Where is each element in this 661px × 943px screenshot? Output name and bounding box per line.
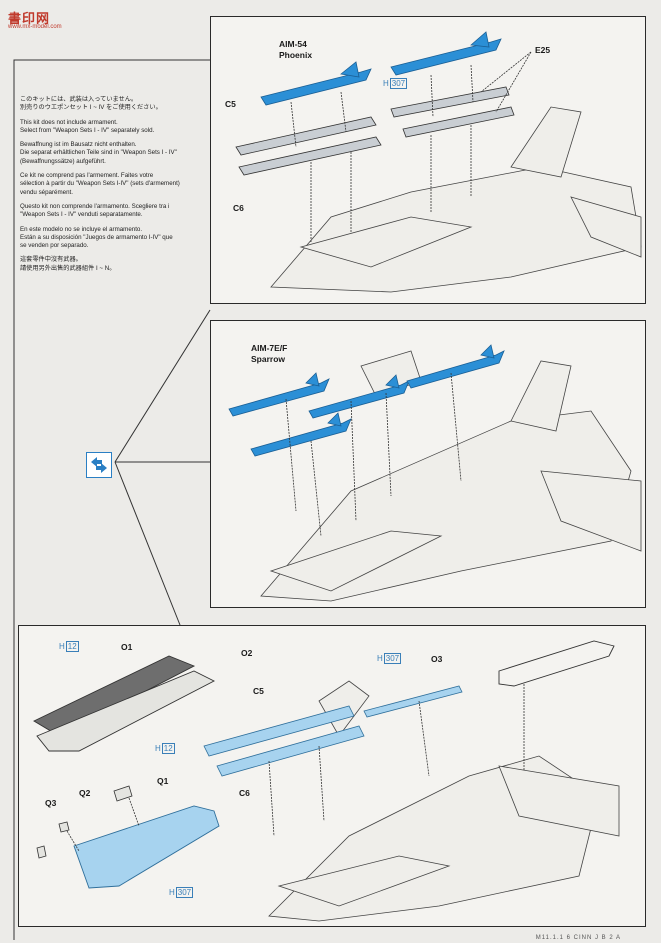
note-german: Bewaffnung ist im Bausatz nicht enthalte…: [20, 141, 177, 165]
rod-o3: [363, 685, 463, 718]
label-sparrow: Sparrow: [251, 354, 286, 364]
label-c6-top: C6: [233, 203, 244, 213]
label-o2: O2: [241, 648, 253, 658]
watermark-url: www.mx-model.com: [8, 24, 62, 30]
tank-o3-top: [498, 640, 615, 687]
part-q3: [36, 845, 47, 859]
label-e25: E25: [535, 45, 551, 55]
label-aim7: AIM-7E/F: [251, 343, 288, 353]
assembled-fuel-tank: [73, 805, 220, 889]
label-q1: Q1: [157, 776, 169, 786]
tank-half-o2: [36, 670, 215, 752]
note-japanese: このキットには、武装は入っていません。 別売りのウエポンセット I ~ IV を…: [20, 96, 162, 112]
watermark-logo: 書印网: [8, 11, 51, 26]
rail-c5-bottom: [203, 705, 355, 757]
note-chinese: 這套零件中沒有武器。 請使用另外出售的武器組件 I ~ N。: [20, 256, 116, 272]
rail-c5: [235, 116, 377, 156]
label-aim54: AIM-54: [279, 39, 307, 49]
rail-e25-1: [390, 86, 510, 118]
armament-notes: このキットには、武装は入っていません。 別売りのウエポンセット I ~ IV を…: [20, 96, 210, 279]
page-footer: M11.1.1 6 CINN J B 2 A: [535, 935, 621, 941]
aircraft-diagram-bottom: [33, 640, 620, 922]
rail-e25-2: [402, 106, 515, 138]
note-italian: Questo kit non comprende l'armamento. Sc…: [20, 202, 170, 219]
label-q3: Q3: [45, 798, 57, 808]
swap-arrows-icon: [86, 452, 112, 478]
rail-c6-bottom: [216, 725, 365, 777]
note-french: Ce kit ne comprend pas l'armement. Faite…: [20, 172, 180, 196]
panel-aim7-sparrow: AIM-7E/F Sparrow: [210, 320, 646, 608]
part-q1: [113, 785, 133, 802]
aircraft-diagram-top: [235, 31, 642, 293]
rail-c6: [238, 136, 382, 176]
aim7-missiles: [228, 344, 505, 457]
label-phoenix: Phoenix: [279, 50, 313, 60]
label-q2: Q2: [79, 788, 91, 798]
note-spanish: En este modelo no se incluye el armament…: [20, 225, 173, 250]
label-c6-bottom: C6: [239, 788, 250, 798]
label-c5-top: C5: [225, 99, 236, 109]
label-c5-bottom: C5: [253, 686, 264, 696]
label-o1: O1: [121, 642, 133, 652]
aircraft-diagram-mid: [228, 344, 642, 602]
aim54-missiles: [260, 31, 502, 106]
label-o3: O3: [431, 654, 443, 664]
note-english: This kit does not include armament. Sele…: [20, 118, 155, 134]
part-q2: [58, 821, 70, 833]
